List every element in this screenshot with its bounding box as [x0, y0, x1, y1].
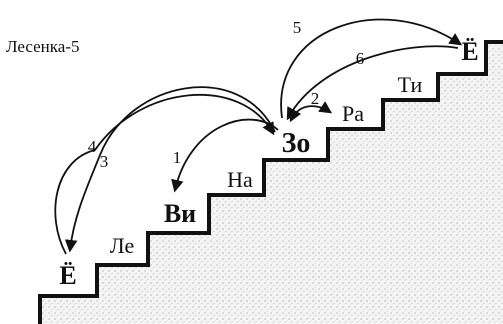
- step-label-le: Ле: [110, 233, 135, 258]
- arrows-group: [54, 18, 463, 255]
- arrow-3: [64, 86, 276, 253]
- arrow-number-2: 2: [311, 89, 320, 108]
- diagram-title: Лесенка-5: [6, 37, 80, 56]
- arrow-2: [289, 101, 333, 123]
- arrow-number-6: 6: [356, 49, 365, 68]
- staircase-body: [40, 42, 503, 324]
- step-label-vi: Ви: [164, 199, 196, 228]
- step-label-yo-high: Ё: [461, 37, 478, 66]
- step-label-yo-low: Ё: [59, 261, 76, 290]
- arrow-6: [286, 45, 459, 121]
- arrow-number-1: 1: [173, 148, 182, 167]
- arrow-number-3: 3: [100, 152, 109, 171]
- arrow-number-5: 5: [293, 18, 302, 37]
- step-label-na: На: [227, 167, 253, 192]
- step-label-zo: Зо: [282, 128, 311, 159]
- step-label-ti: Ти: [398, 72, 423, 97]
- arrow-5: [280, 18, 463, 119]
- arrow-4: [54, 93, 275, 255]
- arrow-number-4: 4: [88, 137, 97, 156]
- staircase-outline: [38, 40, 503, 324]
- step-label-ra: Ра: [342, 101, 364, 126]
